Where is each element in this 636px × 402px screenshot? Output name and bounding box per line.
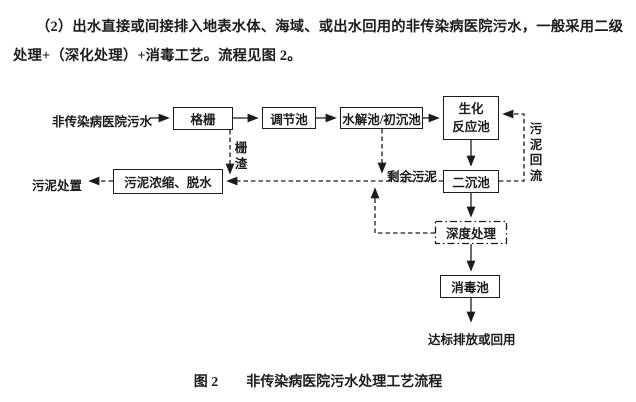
final-outcome-label: 达标排放或回用 [428,333,516,347]
box-secondary-sedimentation: 二沉池 [443,170,499,193]
biochemical-label-line1: 生化 [458,102,484,116]
box-sludge-dewatering: 污泥浓缩、脱水 [113,169,223,194]
excess-sludge-label: 剩余污泥 [387,170,438,184]
box-disinfection-tank: 消毒池 [440,275,500,298]
paragraph-line-1: （2）出水直接或间接排入地表水体、海域、或出水回用的非传染病医院污水，一般采用二… [36,19,624,35]
source-label: 非传染病医院污水 [52,115,153,129]
screenings-label: 栅渣 [234,141,248,171]
box-biochemical-reactor: 生化 反应池 [443,96,499,140]
biochemical-label-line2: 反应池 [452,120,490,134]
box-hydrolysis-tank: 水解池/初沉池 [340,107,423,129]
box-grille: 格栅 [173,107,233,130]
sludge-return-label: 污泥回流 [529,122,543,183]
box-regulating-tank: 调节池 [262,107,316,129]
box-advanced-treatment: 深度处理 [445,227,496,241]
sludge-disposal-label: 污泥处置 [32,179,83,193]
paragraph-line-2: 处理+（深化处理）+消毒工艺。流程见图 2。 [13,48,302,64]
figure-caption: 图 2 非传染病医院污水处理工艺流程 [193,375,443,390]
